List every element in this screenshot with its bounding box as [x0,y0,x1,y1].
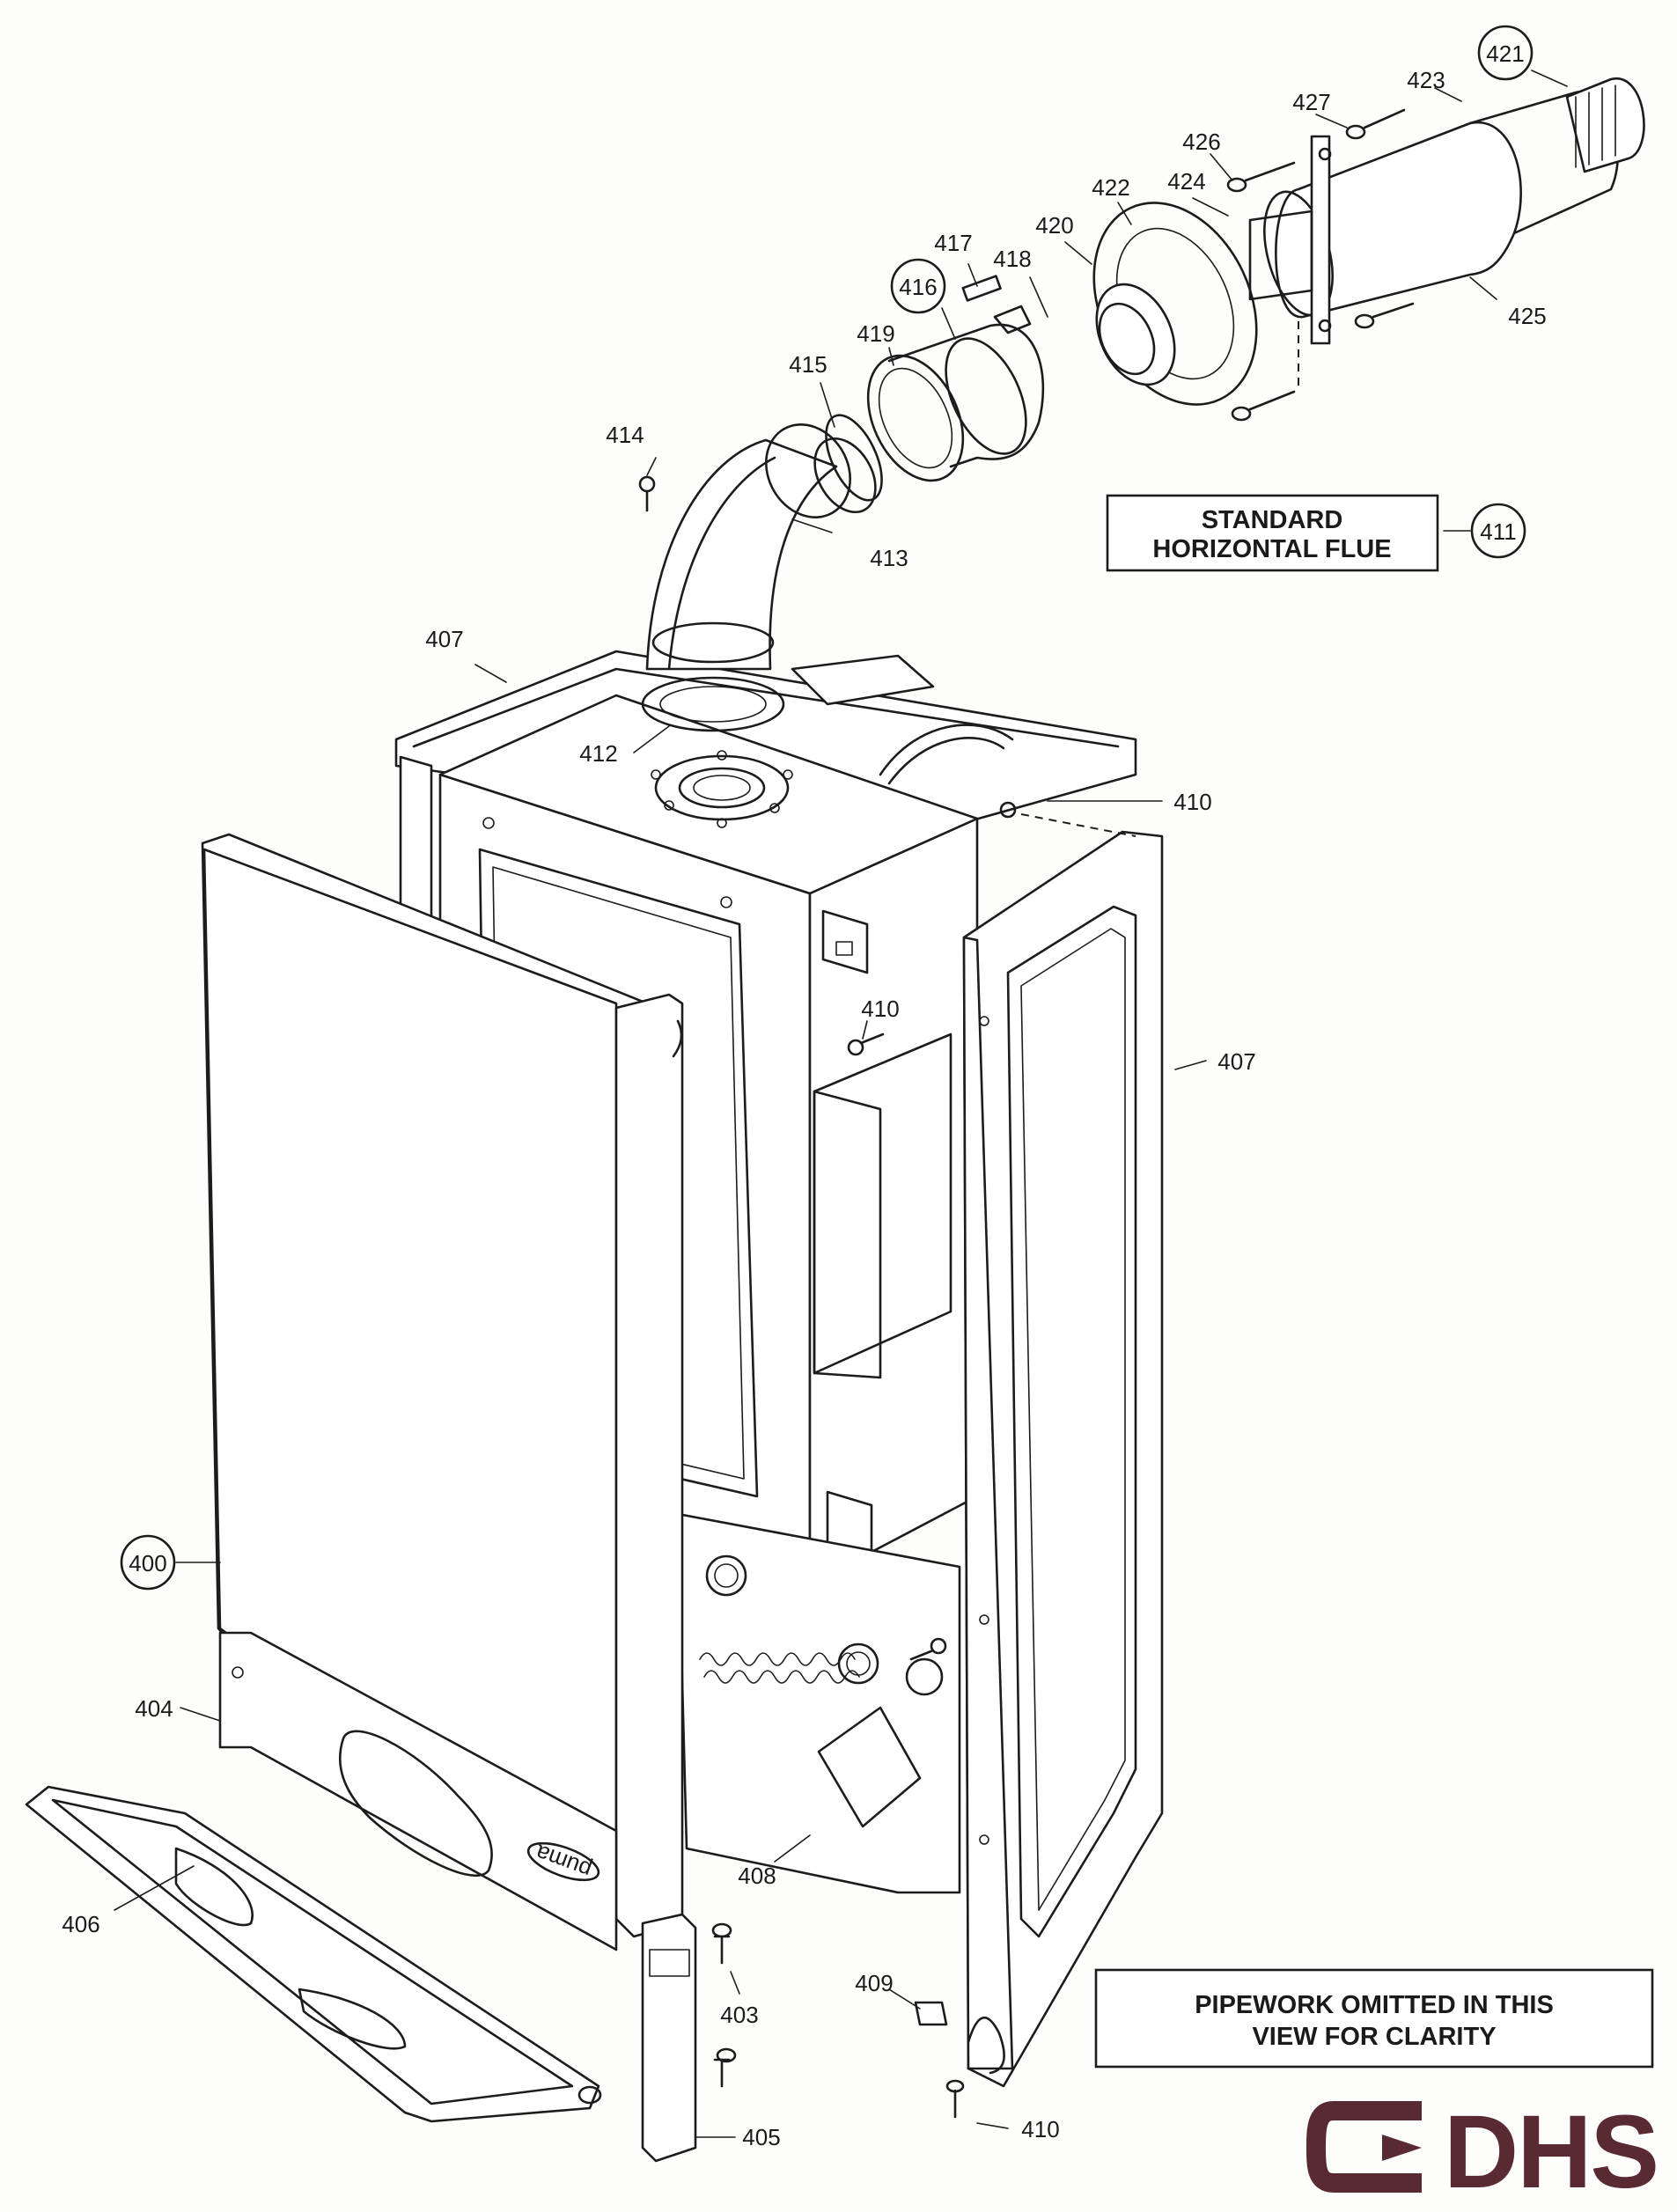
callout-409: 409 [855,1970,893,1996]
flue-terminal [1092,202,1299,406]
side-panel-right [962,813,1164,2088]
callout-425: 425 [1508,303,1546,329]
callout-417: 417 [934,230,972,256]
flue-note-line1: STANDARD [1202,506,1343,534]
callout-416: 416 [899,274,937,300]
callout-404: 404 [135,1695,173,1722]
callout-414: 414 [606,422,644,448]
callout-circle-400 [120,1534,176,1591]
callout-408: 408 [738,1863,776,1889]
callout-412: 412 [579,740,617,767]
callout-407-right: 407 [1217,1048,1255,1075]
flue-elbow [641,414,883,732]
callout-413: 413 [870,545,908,571]
callout-422: 422 [1092,174,1129,201]
callout-410-bottom: 410 [1021,2116,1059,2142]
callout-426: 426 [1182,129,1220,155]
callout-400: 400 [129,1550,166,1576]
callout-420: 420 [1035,212,1073,239]
pipework-note-line1: PIPEWORK OMITTED IN THIS [1195,1991,1554,2019]
callout-423: 423 [1407,67,1445,93]
callout-403: 403 [720,2002,758,2028]
callout-424: 424 [1167,168,1205,195]
outer-flue-duct [1226,77,1645,422]
pipework-note-line2: VIEW FOR CLARITY [1252,2023,1496,2051]
callout-circle-411 [1470,503,1526,559]
callout-407-left: 407 [425,626,463,652]
leader-lines [114,70,1568,2138]
callout-circle-421 [1477,25,1534,81]
flue-note-line2: HORIZONTAL FLUE [1152,535,1391,563]
callout-411: 411 [1480,518,1516,545]
dhs-logo-text: DHS [1444,2094,1658,2210]
callouts: 400 404 406 405 403 408 409 410 410 410 … [62,25,1547,2150]
callout-406: 406 [62,1911,99,1937]
dhs-logo: DHS [1306,2094,1659,2210]
callout-410-middle: 410 [861,996,899,1022]
callout-410-top: 410 [1173,789,1211,815]
bottom-tray [25,1785,602,2123]
callout-421: 421 [1486,40,1524,67]
callout-415: 415 [789,351,827,378]
note-standard-flue: STANDARD HORIZONTAL FLUE [1106,494,1439,572]
callout-419: 419 [857,320,894,347]
dhs-logo-mark [1306,2101,1422,2193]
screws [638,475,1017,2119]
callout-427: 427 [1292,89,1330,115]
callout-405: 405 [742,2124,780,2150]
front-panel: puma [201,833,697,2163]
callout-circle-416 [890,258,946,314]
note-pipework: PIPEWORK OMITTED IN THIS VIEW FOR CLARIT… [1094,1968,1654,2069]
callout-418: 418 [993,246,1031,272]
flue-duct-clamp [866,275,1045,482]
